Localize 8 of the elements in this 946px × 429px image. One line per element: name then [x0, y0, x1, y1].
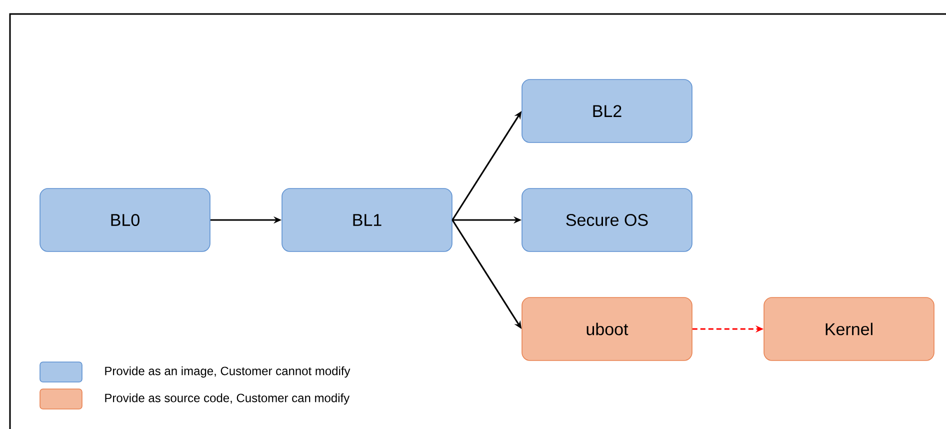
- legend-label: Provide as an image, Customer cannot modify: [105, 366, 350, 378]
- process-box: Kernel: [764, 297, 934, 361]
- process-box: Secure OS: [522, 188, 692, 252]
- process-box: BL1: [282, 188, 452, 252]
- legend-label: Provide as source code, Customer can modify: [105, 393, 350, 405]
- process-box: BL0: [40, 188, 210, 252]
- process-box: uboot: [522, 297, 692, 361]
- process-box: BL2: [522, 79, 692, 143]
